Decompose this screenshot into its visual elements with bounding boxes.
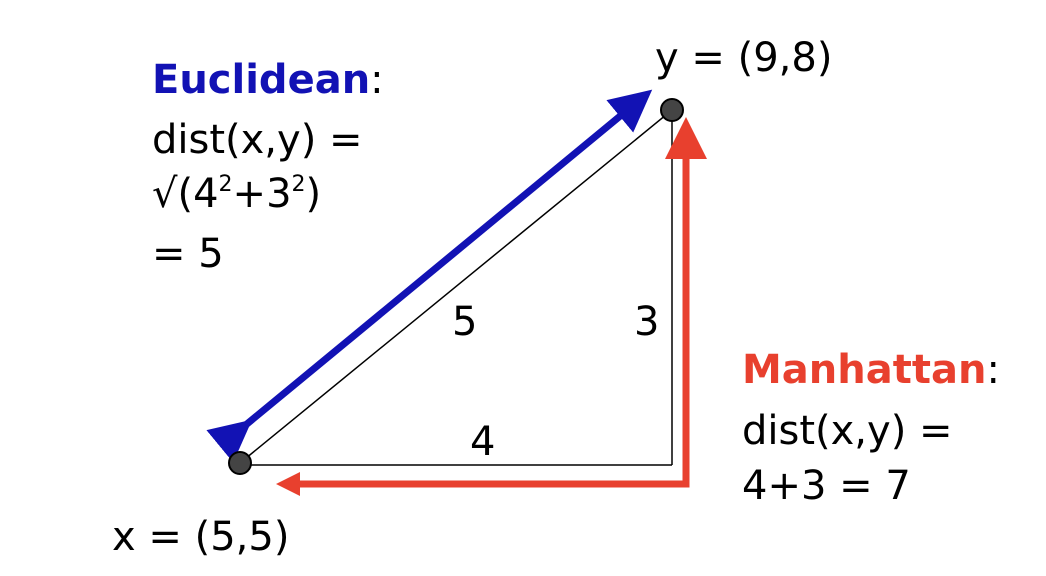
point-y xyxy=(660,98,684,122)
euclidean-heading: Euclidean: xyxy=(152,60,384,100)
euclidean-colon: : xyxy=(370,57,384,103)
euclidean-formula-sqrt: √(42+32) xyxy=(152,171,322,217)
euclidean-exp1: 2 xyxy=(218,172,233,197)
euclidean-formula-line1: dist(x,y) = xyxy=(152,117,363,163)
euclidean-sqrt-close: ) xyxy=(305,171,322,217)
manhattan-colon: : xyxy=(986,347,1000,393)
point-x xyxy=(228,451,252,475)
manhattan-formula-line2: 4+3 = 7 xyxy=(742,463,911,509)
manhattan-heading: Manhattan: xyxy=(742,350,1000,390)
manhattan-path xyxy=(296,117,707,488)
euclidean-title: Euclidean xyxy=(152,57,371,103)
euclidean-result: = 5 xyxy=(152,231,224,277)
euclidean-arrow xyxy=(206,89,653,463)
manhattan-arrowhead-left xyxy=(276,472,300,496)
euclidean-exp2: 2 xyxy=(291,172,306,197)
euclidean-plus: +3 xyxy=(232,171,292,217)
point-y-label: y = (9,8) xyxy=(655,35,833,81)
manhattan-title: Manhattan xyxy=(742,347,987,393)
euclidean-sqrt-open: √(4 xyxy=(152,171,219,217)
manhattan-formula-line1: dist(x,y) = xyxy=(742,408,953,454)
horizontal-length-label: 4 xyxy=(470,419,496,465)
hypotenuse-length-label: 5 xyxy=(452,299,478,345)
point-x-label: x = (5,5) xyxy=(112,514,290,560)
vertical-length-label: 3 xyxy=(634,299,660,345)
